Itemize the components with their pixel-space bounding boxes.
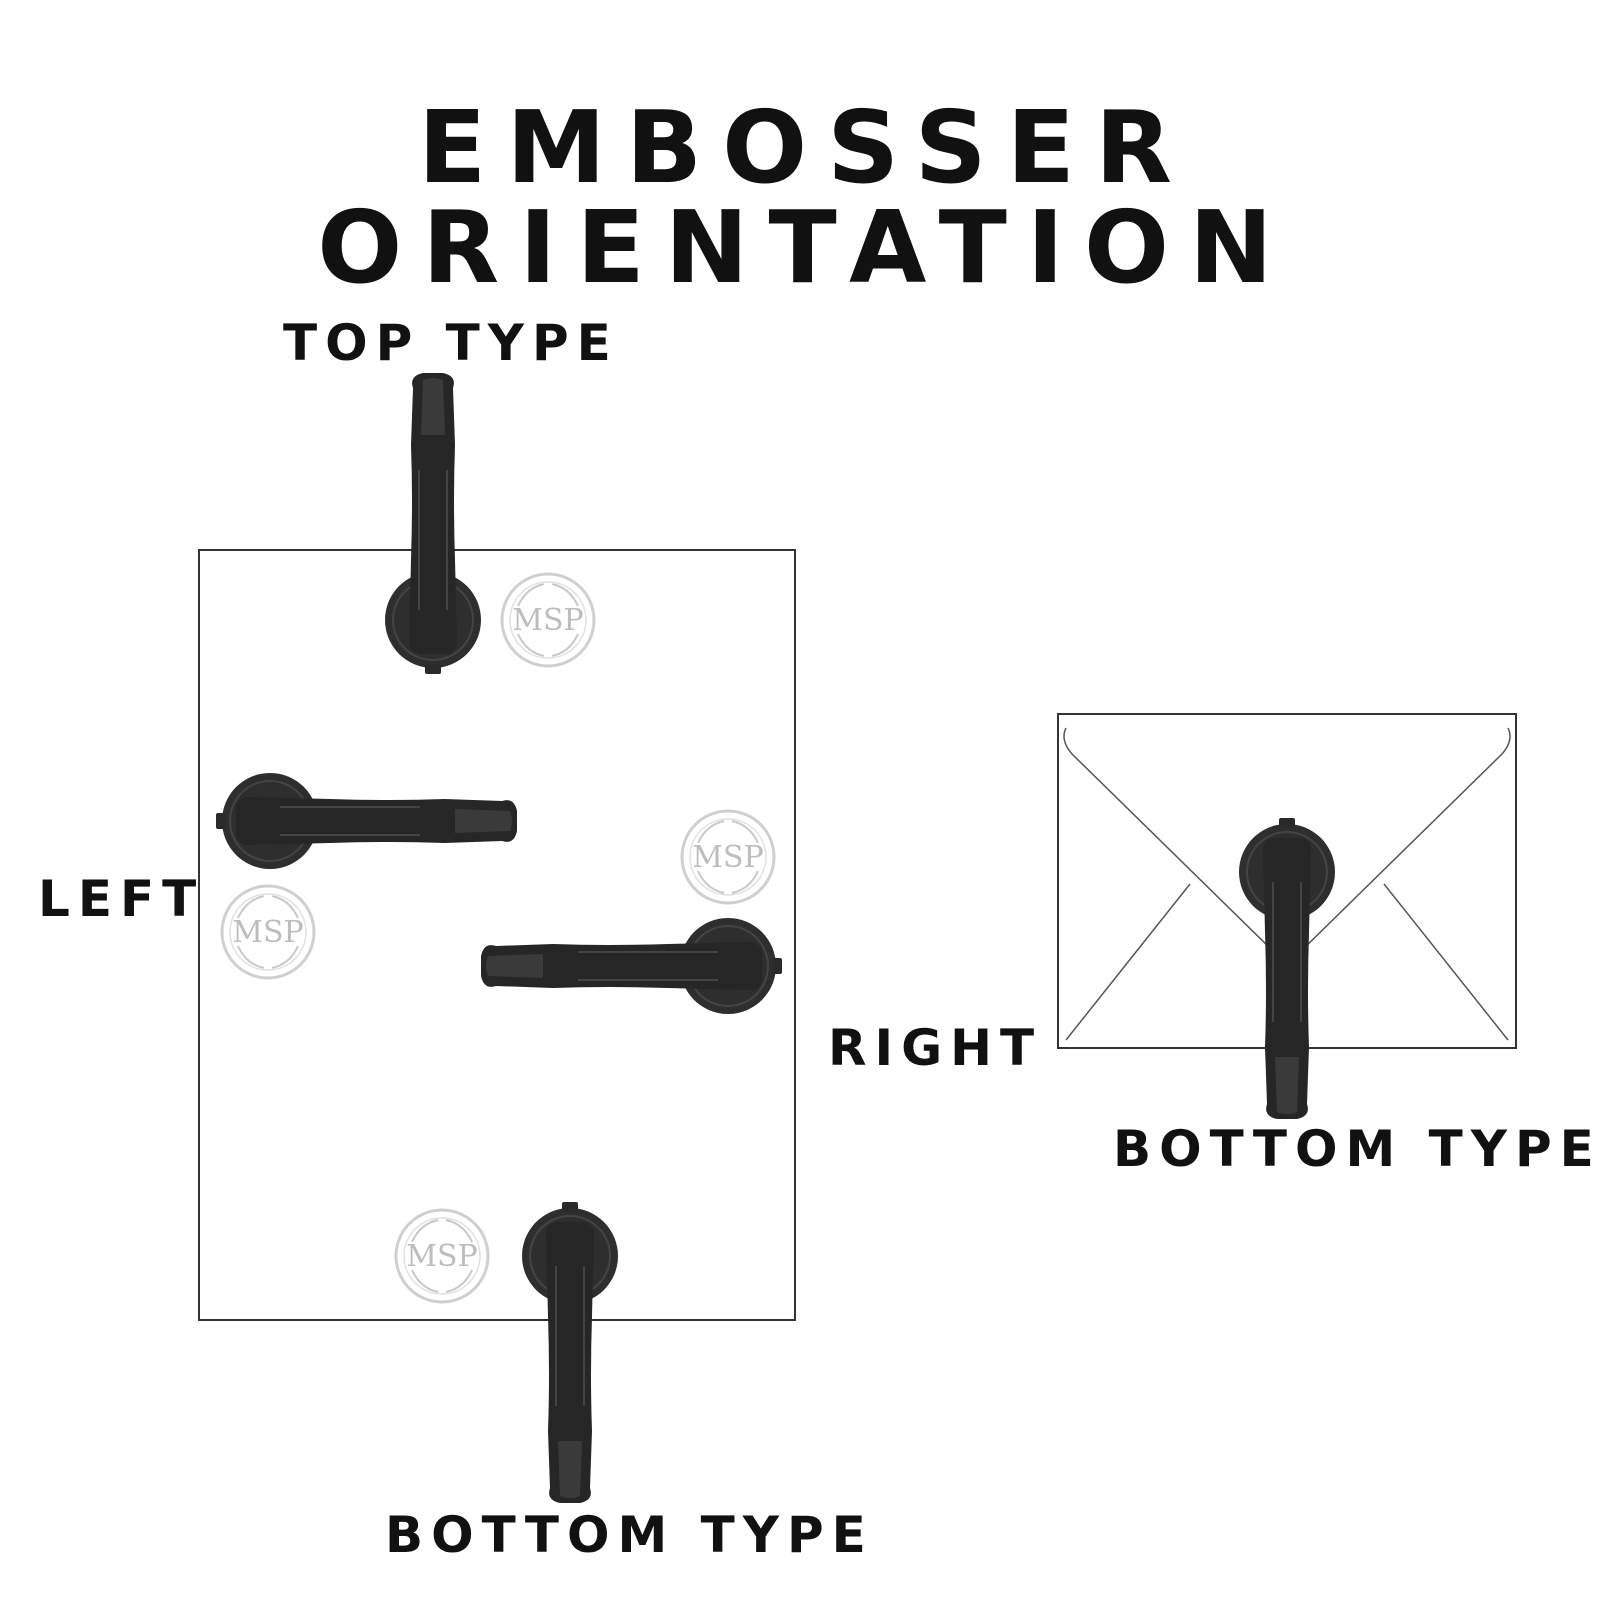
svg-text:MSP: MSP xyxy=(692,840,763,875)
svg-text:MSP: MSP xyxy=(232,915,303,950)
label-envelope-bottom-type: BOTTOM TYPE xyxy=(1113,1120,1600,1178)
label-right: RIGHT xyxy=(828,1019,1043,1077)
label-top-type: TOP TYPE xyxy=(283,314,619,372)
seal-bottom: MSP xyxy=(394,1208,490,1304)
label-bottom-type: BOTTOM TYPE xyxy=(385,1506,874,1564)
seal-top: MSP xyxy=(500,572,596,668)
svg-text:MSP: MSP xyxy=(512,603,583,638)
svg-text:MSP: MSP xyxy=(406,1239,477,1274)
seal-right: MSP xyxy=(680,809,776,905)
diagram-title: EMBOSSER ORIENTATION xyxy=(317,89,1293,306)
seal-left: MSP xyxy=(220,884,316,980)
embosser-top-icon xyxy=(384,372,482,675)
embosser-bottom-icon xyxy=(521,1201,619,1504)
label-left: LEFT xyxy=(38,870,205,928)
